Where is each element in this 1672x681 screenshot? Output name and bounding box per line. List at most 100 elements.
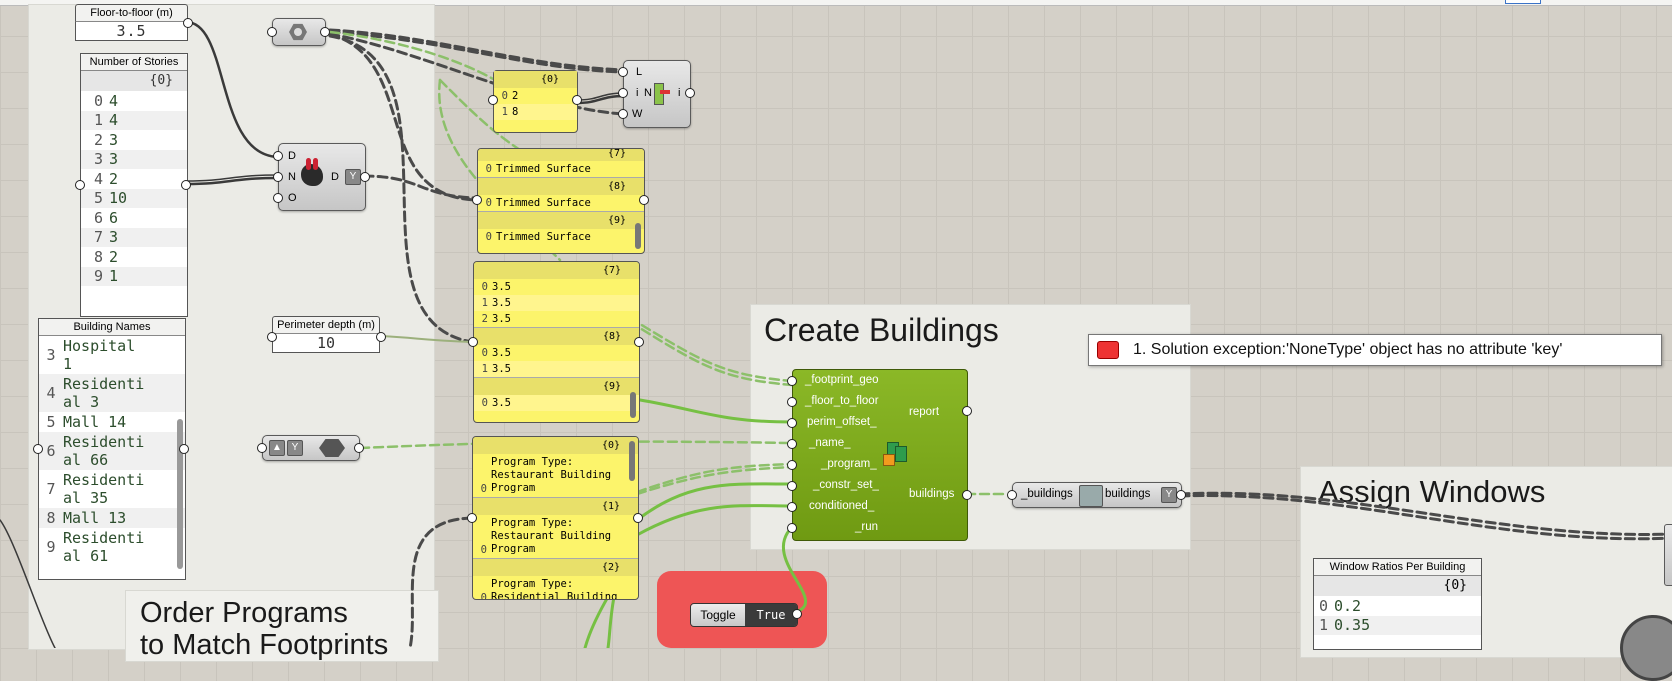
program-out-port[interactable] [633,513,643,523]
top-edge-strip [0,0,1672,6]
dup-output-D: D [331,171,339,183]
shift-list-param[interactable]: ▲ Y [262,435,360,461]
surface-scrollbar[interactable] [635,223,641,249]
building-names-scrollbar[interactable] [177,419,183,569]
toolbar-fragment[interactable] [1505,0,1541,4]
surface-out-port[interactable] [639,195,649,205]
window-component-fragment[interactable] [1664,524,1672,586]
dial-fragment[interactable] [1620,615,1672,681]
hexagon-inner-icon [294,28,302,36]
building-stack-icon [1079,485,1103,507]
create-buildings-title: Create Buildings [764,312,999,348]
perimeter-in-port[interactable] [267,332,277,342]
toggle-out-port[interactable] [792,609,802,619]
floor-to-floor-slider[interactable]: Floor-to-floor (m) 3.5 [75,4,188,41]
height-out-port[interactable] [634,337,644,347]
weave-port-W[interactable] [618,109,628,119]
shift-in-port[interactable] [257,443,267,453]
run-toggle[interactable]: Toggle True [690,603,798,627]
perimeter-depth-slider[interactable]: Perimeter depth (m) 10 [272,316,380,354]
index-panel-out-port[interactable] [572,95,582,105]
perimeter-out-port[interactable] [376,332,386,342]
geometry-output-port[interactable] [320,27,330,37]
create-buildings-component[interactable]: _footprint_geo _floor_to_floor perim_off… [792,369,968,541]
cb-port-floor[interactable] [787,397,797,407]
perimeter-depth-title: Perimeter depth (m) [272,316,380,334]
buildings-param-out-port[interactable] [1176,490,1186,500]
error-bubble[interactable]: 1. Solution exception:'NoneType' object … [1088,334,1662,366]
duplicate-component[interactable]: D N O D Y [278,143,366,211]
weave-port-i[interactable] [618,88,628,98]
cb-port-footprint[interactable] [787,376,797,386]
names-output-port[interactable] [179,444,189,454]
stories-input-port[interactable] [75,180,85,190]
stories-output-port[interactable] [181,180,191,190]
height-in-port[interactable] [468,337,478,347]
dup-port-out[interactable] [360,172,370,182]
names-input-port[interactable] [33,444,43,454]
list-item-icon [654,83,664,105]
up-arrow-icon: ▲ [269,440,285,456]
rabbit-icon [301,158,323,186]
weave-input-L: L [636,66,643,78]
perimeter-depth-value[interactable]: 10 [272,334,380,353]
weave-port-out[interactable] [685,88,695,98]
output-buildings: buildings [909,488,955,500]
weave-port-L[interactable] [618,67,628,77]
shift-out-port[interactable] [354,443,364,453]
cb-port-conditioned[interactable] [787,502,797,512]
hexagon-icon [319,439,345,457]
order-programs-title: Order Programs to Match Footprints [140,597,389,661]
dup-port-D[interactable] [273,151,283,161]
cb-port-perim[interactable] [787,418,797,428]
geometry-input-port[interactable] [267,27,277,37]
floor-to-floor-output-port[interactable] [183,18,193,28]
floor-to-floor-value[interactable]: 3.5 [75,22,188,41]
program-scrollbar[interactable] [629,441,635,481]
height-scrollbar[interactable] [630,392,636,418]
cb-port-run[interactable] [787,523,797,533]
cb-port-buildings[interactable] [962,490,972,500]
index-panel-in-port[interactable] [488,95,498,105]
geometry-param[interactable] [272,18,326,46]
graft-icon: Y [287,440,303,456]
toggle-value[interactable]: True [745,604,797,626]
cb-port-constr[interactable] [787,481,797,491]
surface-in-port[interactable] [472,195,482,205]
dup-port-O[interactable] [273,193,283,203]
cb-port-name[interactable] [787,439,797,449]
buildings-param-output: buildings [1105,488,1151,500]
height-branch-8: {8} [474,327,639,345]
buildings-param-in-port[interactable] [1007,490,1017,500]
list-item-component[interactable]: L i N W i [623,60,691,128]
program-in-port[interactable] [467,513,477,523]
cb-port-report[interactable] [962,406,972,416]
index-panel-branch: {0} [494,71,577,88]
cb-port-program[interactable] [787,460,797,470]
height-branch-7: {7} [474,262,639,279]
window-ratios-branch: {0} [1314,576,1481,596]
input-constr-set: _constr_set_ [813,479,879,491]
buildings-param[interactable]: _buildings buildings Y [1012,482,1182,508]
dup-port-N[interactable] [273,172,283,182]
